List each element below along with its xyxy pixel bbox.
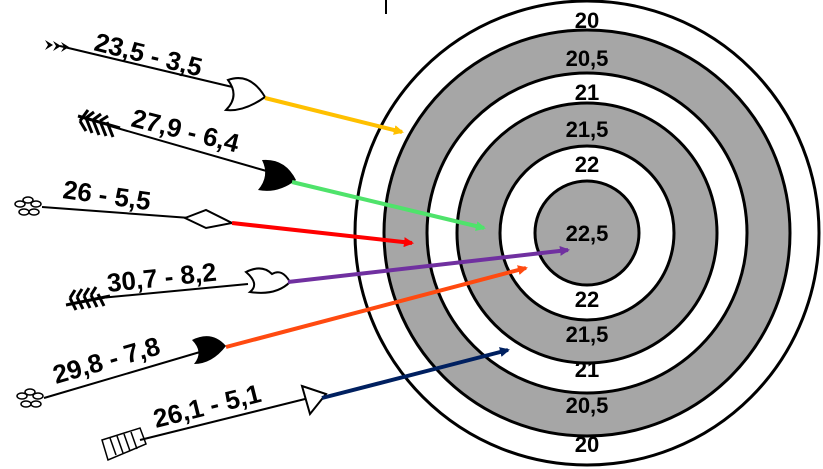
pointer-line-purple [287,245,570,284]
target: 20 20,5 21 21,5 22 22,5 22 21,5 21 20,5 … [353,0,821,467]
arrow-label: 29,8 - 7,8 [49,331,163,390]
ring-label-top: 21 [575,80,599,105]
ring-label-bottom: 22 [575,287,599,312]
ring-label-top: 21,5 [566,117,609,142]
ring-label-bottom: 21,5 [566,322,609,347]
arrow-shaft [59,45,246,91]
chevron-fletching-icon [45,40,69,52]
triangle-arrowhead-icon [300,384,328,417]
ring-label-bottom: 21 [575,357,599,382]
ring-label-top: 20 [575,8,599,33]
striped-fletching-icon [101,427,147,462]
pointer-line-orange [225,265,528,349]
pointer-line-green [291,180,486,231]
arrow-label: 23,5 - 3,5 [92,27,206,83]
arrow-label: 27,9 - 6,4 [129,103,243,159]
open-curved-arrowhead-icon [223,77,267,112]
arrow-shaft [43,351,201,399]
arrow-shaft [139,398,306,441]
arrow-shaft [99,283,249,299]
arrow-shaft [109,125,271,173]
flower-fletching-icon [16,388,44,408]
flower-fletching-icon [14,196,42,216]
heart-arrowhead-icon [244,267,292,294]
ring-label-bottom: 20 [575,432,599,457]
solid-heart-arrowhead-icon [192,336,226,364]
ring-label-top: 20,5 [566,46,609,71]
arrow-label: 30,7 - 8,2 [105,257,217,298]
arrow-label: 26,1 - 5,1 [150,378,264,434]
feather-fletching-icon [77,109,121,138]
ring-label-bottom: 20,5 [566,393,609,418]
center-label: 22,5 [566,221,609,246]
diamond-arrowhead-icon [182,208,236,230]
pointer-line-yellow [264,96,404,135]
ring-label-top: 22 [575,152,599,177]
arrow-3: 26 - 5,5 [14,174,414,248]
pointer-line-red [231,221,414,248]
pointer-line-navy [321,347,510,400]
arrow-shaft [41,206,191,219]
ring-22-5-bullseye [533,179,641,287]
solid-curved-arrowhead-icon [258,159,296,191]
